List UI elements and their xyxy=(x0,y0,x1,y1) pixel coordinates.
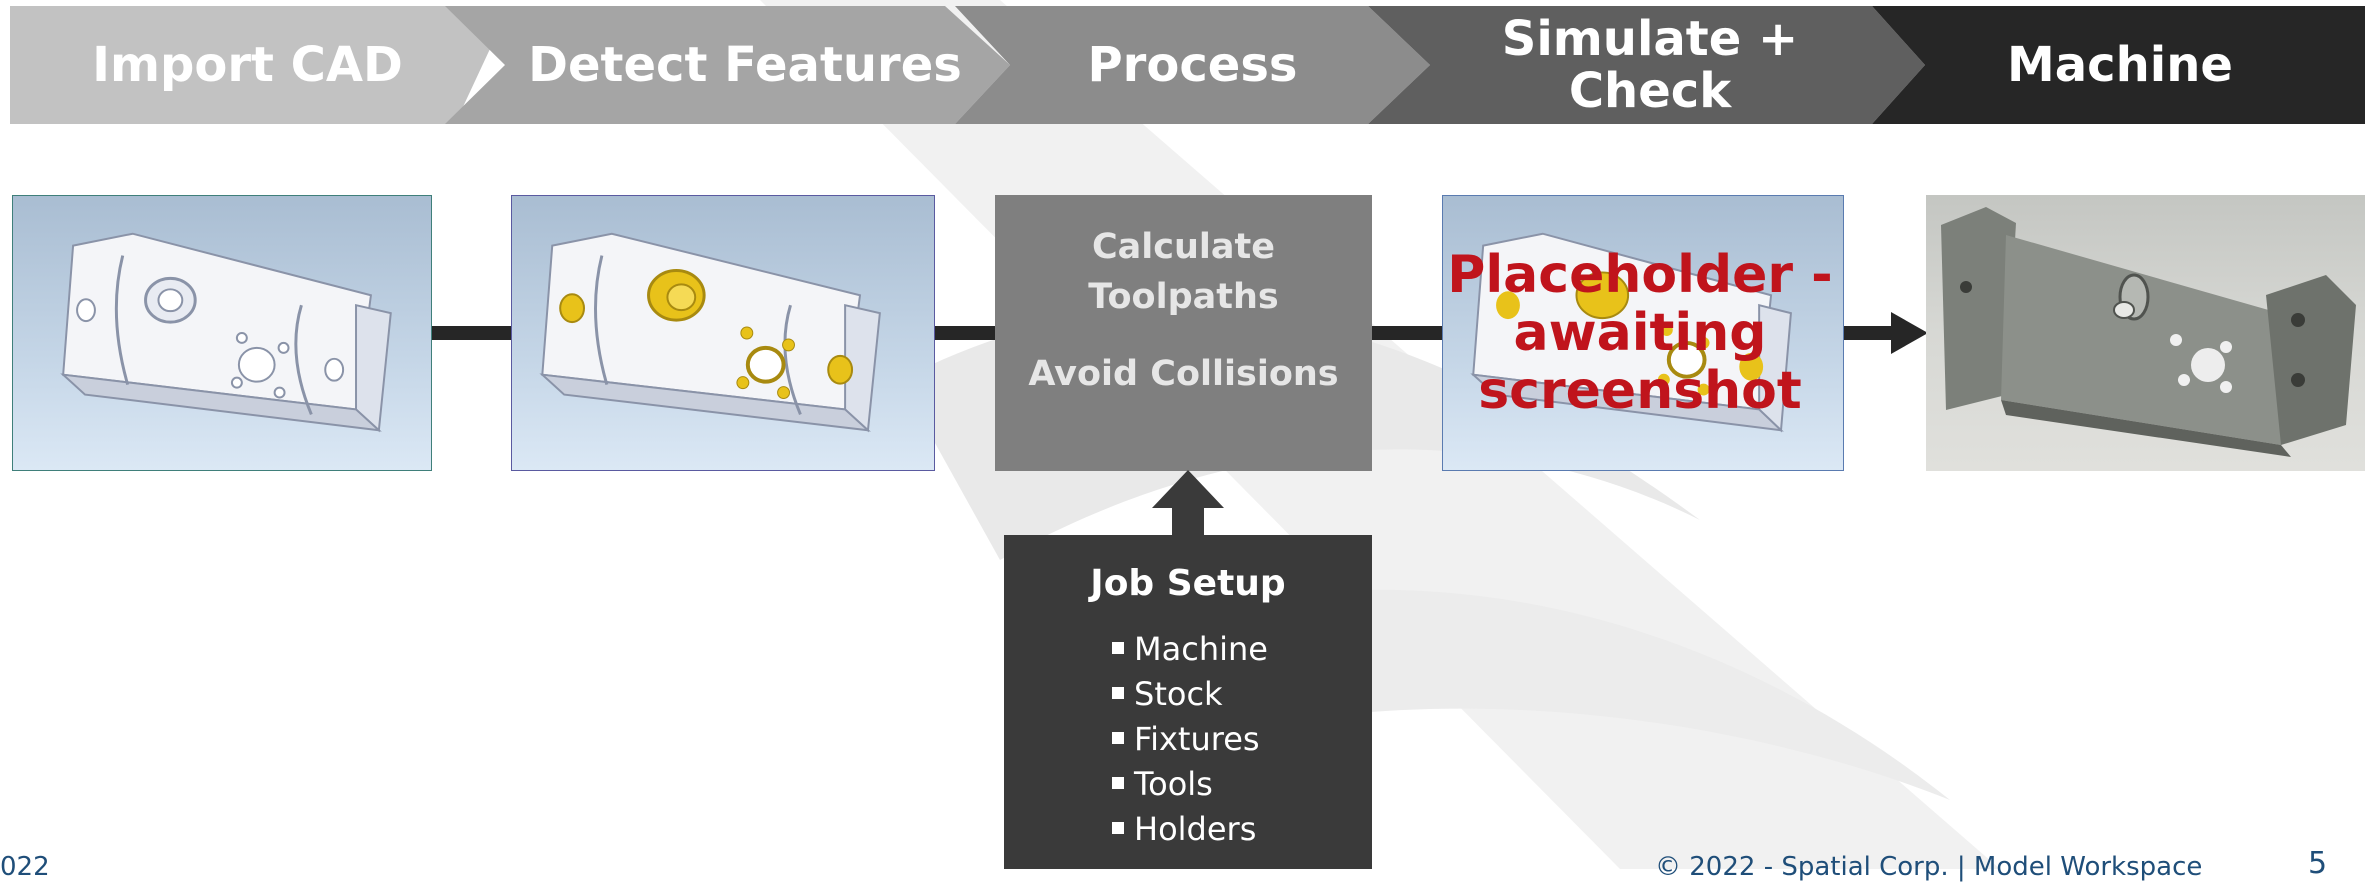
bullet-icon xyxy=(1112,777,1124,789)
step-chevron-process xyxy=(955,6,1430,124)
job-setup-item: Stock xyxy=(1112,672,1268,717)
connector-1 xyxy=(432,326,512,340)
bullet-icon xyxy=(1112,687,1124,699)
job-setup-item: Holders xyxy=(1112,807,1268,852)
bullet-icon xyxy=(1112,642,1124,654)
bullet-icon xyxy=(1112,822,1124,834)
step-label-machine: Machine xyxy=(2007,37,2233,93)
arrow-job-setup-to-process xyxy=(1152,470,1224,540)
job-setup-title: Job Setup xyxy=(1090,563,1286,604)
machined-part-photo xyxy=(1926,195,2365,471)
page-number: 5 xyxy=(2308,846,2328,881)
process-arrow-bar xyxy=(10,6,2365,124)
step-label-simulate-check: Simulate + Check xyxy=(1501,11,1799,119)
simulate-check-image xyxy=(1442,195,1844,471)
job-setup-item-label: Machine xyxy=(1134,630,1268,668)
detect-features-image xyxy=(511,195,935,471)
bullet-icon xyxy=(1112,732,1124,744)
step-label-import-cad: Import CAD xyxy=(92,37,403,93)
job-setup-item-label: Fixtures xyxy=(1134,720,1260,758)
job-setup-item: Machine xyxy=(1112,627,1268,672)
footer-copyright: © 2022 - Spatial Corp. | Model Workspace xyxy=(1655,852,2203,882)
connector-3 xyxy=(1371,326,1443,340)
import-cad-image xyxy=(12,195,432,471)
step-chevron-simulate xyxy=(1368,6,1925,124)
cad-part-features-icon xyxy=(539,232,881,433)
job-setup-item: Fixtures xyxy=(1112,717,1268,762)
footer-left-text: 022 xyxy=(0,852,50,882)
job-setup-item: Tools xyxy=(1112,762,1268,807)
cad-part-icon xyxy=(60,232,392,433)
step-label-detect-features: Detect Features xyxy=(528,37,962,93)
step-label-process: Process xyxy=(1087,37,1298,93)
process-calculate-toolpaths: Calculate Toolpaths xyxy=(1088,227,1279,317)
arrow-to-machine xyxy=(1843,312,1928,354)
step-chevron-machine xyxy=(1872,6,2365,124)
job-setup-box: Job Setup Machine Stock Fixtures Tools H… xyxy=(1004,535,1372,869)
process-box: Calculate Toolpaths Avoid Collisions xyxy=(995,195,1372,471)
step-chevron-detect xyxy=(445,6,1010,124)
cad-part-simulation-icon xyxy=(1470,232,1792,433)
job-setup-item-label: Tools xyxy=(1134,765,1213,803)
job-setup-item-label: Holders xyxy=(1134,810,1257,848)
job-setup-list: Machine Stock Fixtures Tools Holders xyxy=(1112,627,1268,852)
machined-part-icon xyxy=(1941,207,2356,457)
job-setup-item-label: Stock xyxy=(1134,675,1223,713)
step-chevron-import xyxy=(10,6,510,124)
placeholder-text: Placeholder - awaiting screenshot xyxy=(1447,245,1833,421)
process-avoid-collisions: Avoid Collisions xyxy=(1028,354,1339,394)
connector-2 xyxy=(934,326,996,340)
